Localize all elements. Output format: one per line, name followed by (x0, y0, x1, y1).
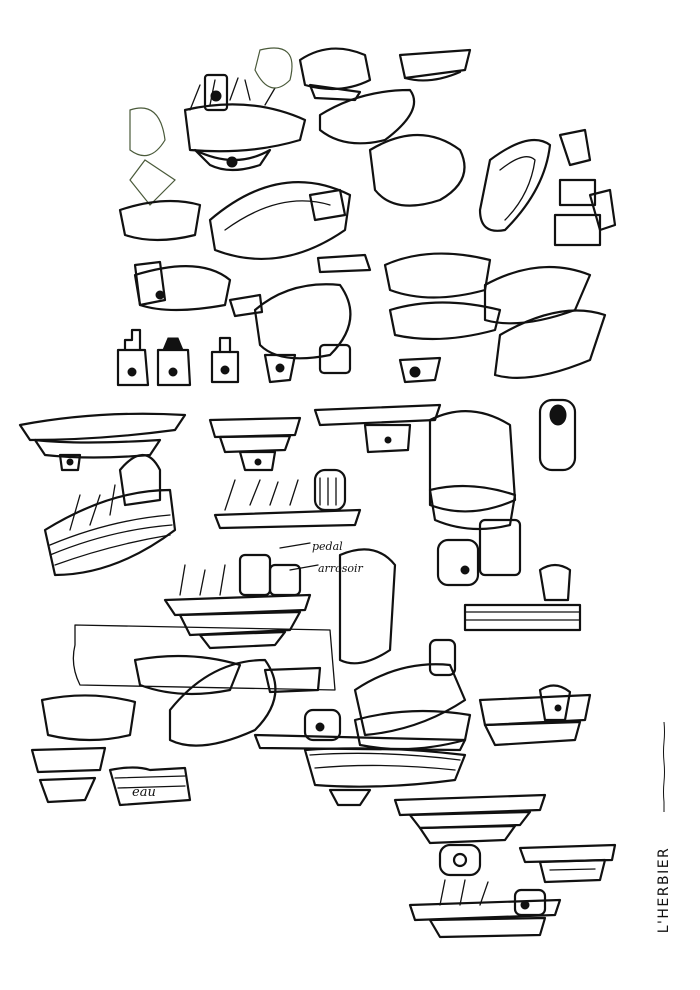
sketch-middle-forms (253, 252, 607, 384)
sketch-bottles (116, 328, 240, 387)
brand-block: L'HERBIER (652, 820, 676, 960)
annotation-pedal: pedal (312, 540, 343, 553)
sketch-grass-planter (43, 453, 177, 577)
sketch-stepped-bowls (393, 793, 617, 939)
annotation-arrosoir: arrosoir (318, 562, 363, 575)
sketch-middle-left-forms (118, 181, 372, 318)
sketch-lower-left-bowls (30, 694, 192, 807)
sketch-lower-forms (133, 638, 592, 751)
sketch-central-lower-bowls (253, 708, 467, 807)
brand-wavy-line (663, 722, 665, 812)
sketch-shelf-row (18, 398, 577, 472)
sketch-central-planter (163, 542, 397, 665)
sketch-paper-outline (72, 624, 336, 691)
sketch-top-right-forms (298, 47, 617, 247)
brand-label: L'HERBIER (656, 846, 672, 934)
sketch-right-middle (428, 410, 582, 632)
sketch-central-shelf (213, 468, 362, 530)
annotation-eau: eau (132, 785, 156, 800)
sketch-top-planter (129, 47, 307, 206)
